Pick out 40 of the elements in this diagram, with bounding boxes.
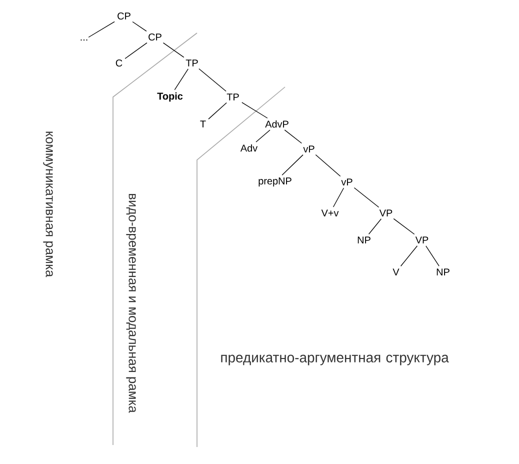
- tree-label: VP: [415, 236, 428, 244]
- tree-label: CP: [148, 33, 162, 41]
- tree-label: AdvP: [265, 120, 288, 128]
- tree-branch: [162, 42, 184, 58]
- tree-label: Topic: [157, 92, 183, 102]
- tree-branch: [88, 21, 115, 38]
- tree-branch: [124, 42, 148, 59]
- frame-label: предикатно-аргументная структура: [221, 354, 449, 366]
- tree-branch: [174, 68, 188, 90]
- tree-branch: [208, 102, 227, 120]
- tree-branch: [132, 21, 147, 32]
- tree-label: ...: [80, 39, 88, 41]
- tree-label: TP: [226, 94, 239, 100]
- tree-branch: [242, 102, 268, 118]
- tree-label: CP: [118, 12, 130, 20]
- tree-branch: [426, 246, 440, 266]
- tree-label: TP: [186, 60, 198, 66]
- tree-label: NP: [436, 268, 450, 276]
- tree-label: Adv: [240, 144, 258, 152]
- tree-label: vP: [341, 178, 352, 186]
- tree-branch: [400, 246, 418, 266]
- tree-label: vP: [303, 146, 314, 152]
- tree-branch: [368, 218, 382, 234]
- tree-label: NP: [358, 236, 370, 244]
- frame-label: видо-временная и модальная рамка: [126, 194, 136, 413]
- tree-label: T: [200, 120, 206, 128]
- tree-label: V: [392, 268, 400, 276]
- tree-branch: [332, 188, 344, 208]
- tree-branch: [282, 154, 304, 176]
- tree-branch: [284, 130, 302, 144]
- tree-branch: [198, 68, 226, 92]
- tree-branch: [256, 130, 270, 142]
- tree-label: prepNP: [258, 178, 292, 186]
- tree-branch: [354, 187, 380, 208]
- frame-label: коммуникативная рамка: [43, 132, 53, 278]
- tree-label: VP: [379, 210, 392, 216]
- tree-label: C: [116, 59, 122, 67]
- tree-branch: [315, 154, 341, 177]
- tree-branch: [393, 218, 415, 235]
- tree-label: V+v: [321, 210, 339, 216]
